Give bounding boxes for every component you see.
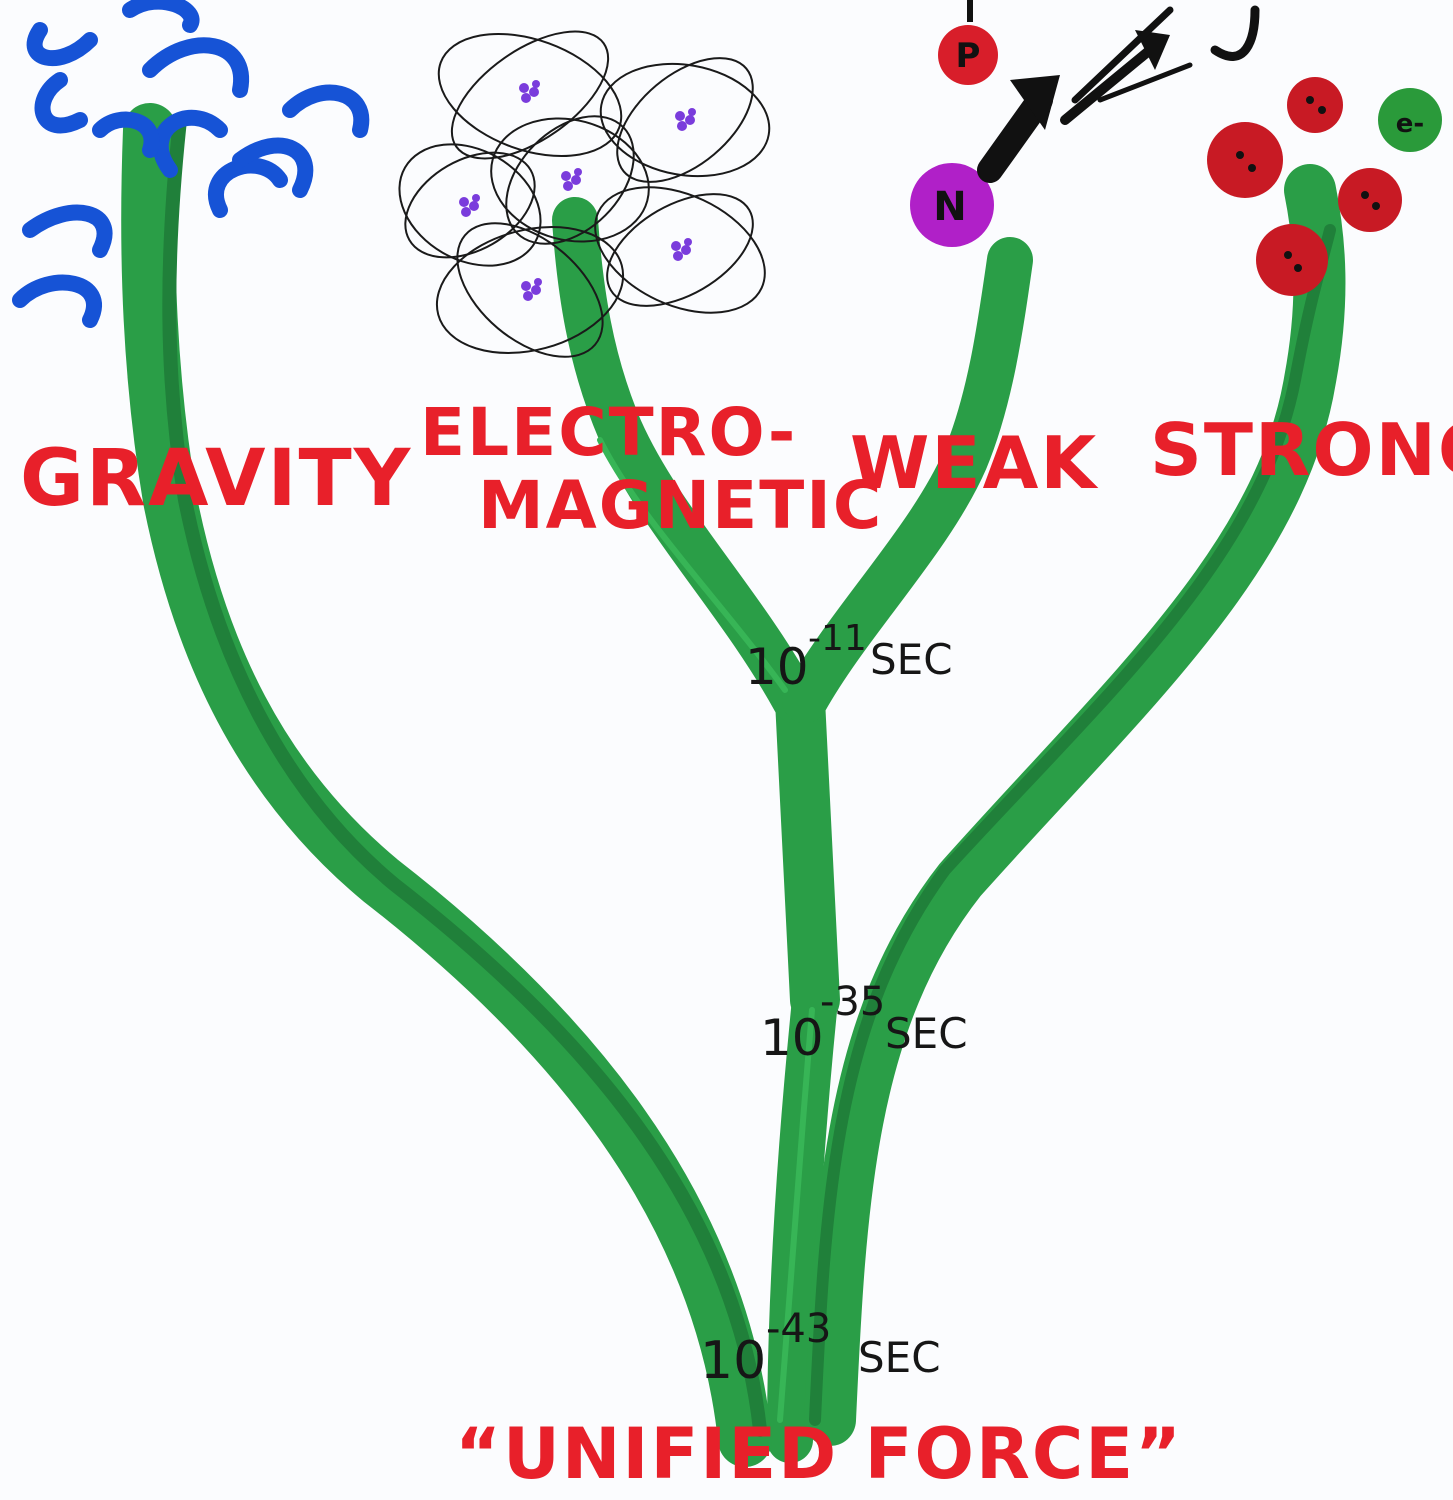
time-3-base: 10 bbox=[700, 1331, 766, 1391]
unified-force-label: “UNIFIED FORCE” bbox=[455, 1413, 1183, 1495]
weak-label: WEAK bbox=[850, 421, 1098, 505]
atom-nucleus bbox=[671, 238, 692, 261]
time-2-unit: SEC bbox=[885, 1009, 968, 1058]
electroweak-stem bbox=[800, 700, 815, 1000]
time-1-base: 10 bbox=[745, 638, 809, 696]
atom-nucleus bbox=[675, 108, 696, 131]
atom-nucleus bbox=[521, 278, 542, 301]
gravity-label: GRAVITY bbox=[20, 434, 412, 524]
electron-label: e- bbox=[1396, 109, 1424, 139]
gravity-wave-icon bbox=[20, 2, 361, 320]
time-2-exponent: -35 bbox=[820, 979, 885, 1025]
force-tree-branches bbox=[148, 120, 1330, 1440]
electromagnetic-label-line2: MAGNETIC bbox=[478, 467, 883, 544]
strong-label: STRONG bbox=[1150, 408, 1453, 492]
time-2-base: 10 bbox=[760, 1009, 824, 1067]
proton-label: P bbox=[956, 36, 981, 76]
time-1-unit: SEC bbox=[870, 635, 953, 684]
time-1-exponent: -11 bbox=[808, 618, 867, 659]
gravity-branch bbox=[148, 130, 745, 1440]
atom-nucleus bbox=[519, 80, 540, 103]
atom-nucleus bbox=[561, 168, 582, 191]
strong-branch bbox=[830, 190, 1319, 1420]
neutron-label: N bbox=[933, 184, 966, 230]
time-3-exponent: -43 bbox=[766, 1306, 831, 1352]
electromagnetic-label-line1: ELECTRO- bbox=[420, 394, 797, 471]
weak-decay-icon: P N bbox=[910, 0, 1255, 247]
time-3-unit: SEC bbox=[858, 1333, 941, 1382]
atom-nucleus bbox=[459, 194, 480, 217]
